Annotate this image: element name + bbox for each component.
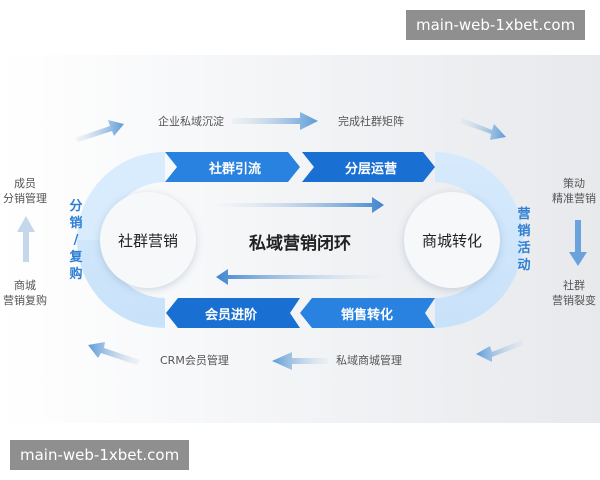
chevron-shape-1: [165, 152, 300, 182]
chevron-member-upgrade: 会员进阶: [204, 307, 257, 323]
left-arc-text: 分销/复购: [69, 199, 83, 282]
chevron-shape-2: [302, 152, 435, 182]
arrow-bottom-mid: [272, 352, 328, 370]
watermark-top: main-web-1xbet.com: [406, 10, 586, 40]
center-title: 私域营销闭环: [249, 234, 351, 254]
circle-community-marketing: 社群营销: [100, 192, 196, 288]
right-arc-text: 营销活动: [517, 207, 531, 273]
circle-mall-conversion: 商城转化: [404, 192, 500, 288]
arrow-left-up: [17, 216, 35, 262]
chevron-community-traffic: 社群引流: [208, 161, 261, 177]
arrow-top-left: [75, 120, 124, 142]
arrow-bottom-right: [476, 340, 524, 362]
label-mall-repurchase: 商城营销复购: [3, 279, 47, 307]
arrow-top-mid: [232, 112, 318, 130]
label-mall-management: 私域商城管理: [336, 354, 402, 367]
center-arrow-left: [216, 269, 382, 285]
label-crm-management: CRM会员管理: [160, 354, 229, 367]
label-distribution-management: 成员分销管理: [3, 177, 47, 205]
label-precision-marketing: 策动精准营销: [552, 177, 596, 205]
chevron-tiered-operation: 分层运营: [344, 161, 397, 177]
arrow-top-right: [460, 118, 506, 140]
watermark-bottom: main-web-1xbet.com: [10, 440, 190, 470]
chevron-sales-conversion: 销售转化: [340, 307, 393, 323]
label-community-fission: 社群营销裂变: [552, 279, 596, 307]
label-private-domain: 企业私域沉淀: [158, 115, 224, 128]
arrow-bottom-left: [88, 342, 140, 365]
label-community-matrix: 完成社群矩阵: [338, 115, 404, 128]
right-arc-band: [435, 152, 523, 328]
arrow-right-down: [569, 220, 587, 266]
chevron-shape-3: [166, 298, 300, 328]
center-arrow-right: [218, 197, 384, 213]
chevron-shape-4: [300, 298, 435, 328]
